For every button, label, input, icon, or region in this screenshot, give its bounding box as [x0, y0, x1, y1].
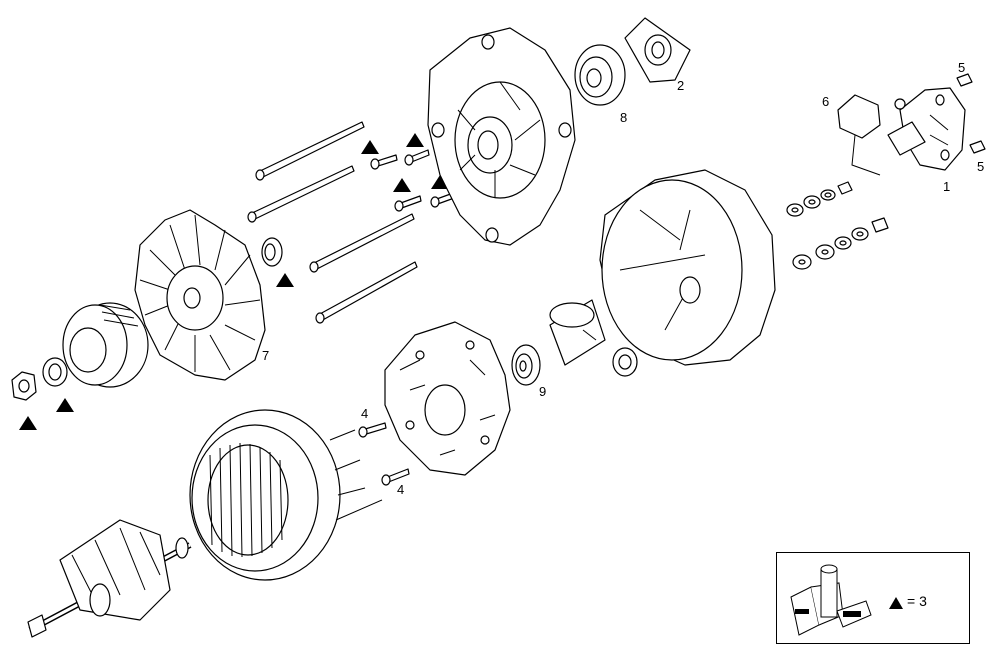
triangle-markers	[19, 133, 449, 430]
callout-1: 1	[943, 179, 950, 194]
callout-labels: 1 2 4 4 5 5 6 7 8 9	[262, 60, 984, 497]
screws-4-part	[358, 422, 410, 486]
callout-4b: 4	[397, 482, 404, 497]
washer-nut-part	[11, 357, 68, 401]
long-bolts	[247, 121, 418, 324]
regulator-1-part	[887, 87, 966, 171]
stator-part	[189, 409, 383, 581]
legend-text: = 3	[907, 593, 927, 609]
legend-box: = 3	[776, 552, 970, 644]
callout-7: 7	[262, 348, 269, 363]
bearing-8-part	[574, 44, 626, 106]
pulley-part	[62, 302, 149, 388]
callout-6: 6	[822, 94, 829, 109]
callout-4a: 4	[361, 406, 368, 421]
fan-part	[134, 209, 266, 381]
callout-9: 9	[539, 384, 546, 399]
rear-housing-part	[599, 169, 776, 366]
callout-5b: 5	[977, 159, 984, 174]
callout-2: 2	[677, 78, 684, 93]
capacitor-6-part	[837, 94, 881, 176]
bushing-part	[612, 347, 638, 377]
rectifier-part	[384, 321, 511, 476]
callout-8: 8	[620, 110, 627, 125]
washers-nuts-part	[786, 181, 889, 270]
small-screws	[370, 149, 458, 212]
retainer-plate-2-part	[624, 17, 691, 83]
bearing-9-part	[511, 344, 541, 386]
spacer-ring-part	[261, 237, 283, 267]
end-bracket-part	[427, 27, 576, 246]
sleeve-part	[549, 299, 606, 366]
rotor-part	[27, 519, 192, 638]
screws-5-part	[894, 73, 986, 154]
legend-triangle-icon	[889, 597, 903, 609]
kit-box-icon	[790, 564, 872, 636]
callout-5a: 5	[958, 60, 965, 75]
